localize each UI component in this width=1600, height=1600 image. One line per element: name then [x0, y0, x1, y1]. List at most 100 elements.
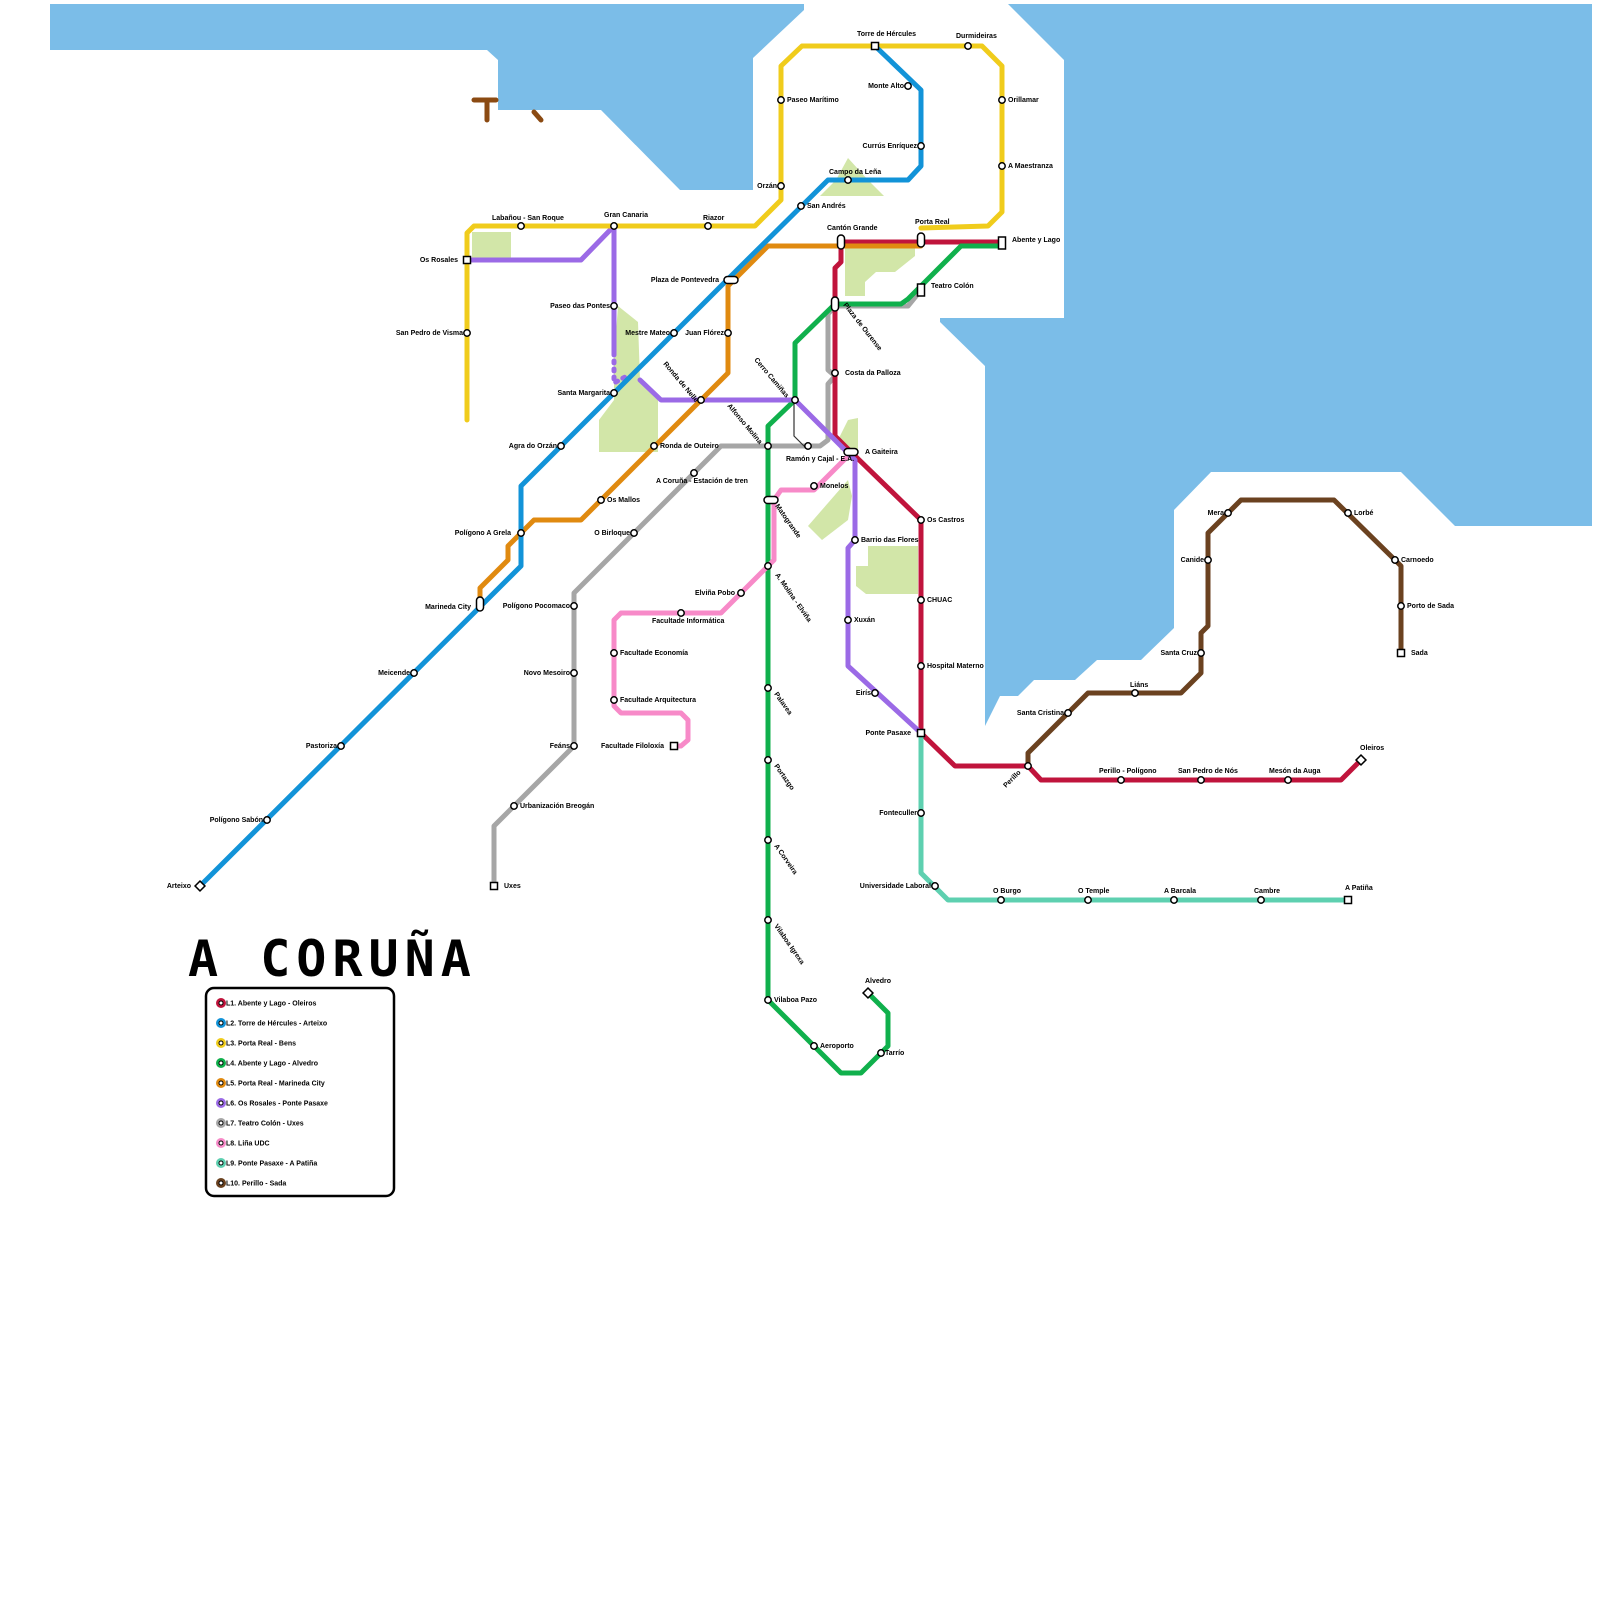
station-lorbe[interactable]: Lorbé: [1344, 509, 1374, 517]
station-marker[interactable]: [630, 529, 638, 537]
station-marker[interactable]: [764, 916, 772, 924]
station-marker[interactable]: [998, 162, 1006, 170]
station-marker[interactable]: [337, 742, 345, 750]
station-marker[interactable]: [777, 182, 785, 190]
station-marker[interactable]: [1397, 602, 1405, 610]
station-perillo-poligono[interactable]: Perillo - Polígono: [1099, 768, 1157, 784]
station-marker[interactable]: [764, 562, 772, 570]
station-alvedro[interactable]: Alvedro: [861, 978, 891, 1000]
station-marker[interactable]: [764, 836, 772, 844]
station-ronda-de-outeiro[interactable]: Ronda de Outeiro: [650, 442, 719, 450]
station-marker[interactable]: [917, 516, 925, 524]
station-poligono-pocomaco[interactable]: Polígono Pocomaco: [503, 602, 578, 610]
station-cambre[interactable]: Cambre: [1254, 888, 1280, 904]
station-poligono-a-grela[interactable]: Polígono A Grela: [455, 529, 525, 537]
station-currus-enriquez[interactable]: Currús Enríquez: [863, 142, 925, 150]
station-gran-canaria[interactable]: Gran Canaria: [604, 212, 648, 230]
station-marker[interactable]: [263, 816, 271, 824]
station-marker[interactable]: [610, 389, 618, 397]
station-marker[interactable]: [917, 142, 925, 150]
station-marker[interactable]: [851, 536, 859, 544]
station-hospital-materno[interactable]: Hospital Materno: [917, 662, 984, 670]
station-marker[interactable]: [836, 234, 846, 250]
station-abente-y-lago[interactable]: Abente y Lago: [997, 236, 1061, 250]
station-marker[interactable]: [737, 589, 745, 597]
station-marker[interactable]: [610, 696, 618, 704]
station-san-pedro-de-visma[interactable]: San Pedro de Visma: [396, 329, 471, 337]
station-santa-cristina[interactable]: Santa Cristina: [1017, 709, 1072, 717]
station-marker[interactable]: [489, 881, 499, 891]
station-marker[interactable]: [810, 1042, 818, 1050]
station-marker[interactable]: [916, 728, 926, 738]
station-marker[interactable]: [1197, 649, 1205, 657]
station-marker[interactable]: [830, 296, 840, 312]
station-marker[interactable]: [797, 202, 805, 210]
station-marker[interactable]: [871, 689, 879, 697]
station-o-birloque[interactable]: O Birloque: [594, 529, 638, 537]
station-pastoriza[interactable]: Pastoriza: [306, 742, 345, 750]
station-vilaboa-igrexa[interactable]: Vilaboa Igrexa: [764, 916, 806, 966]
station-marker[interactable]: [764, 996, 772, 1004]
station-porto-de-sada[interactable]: Porto de Sada: [1397, 602, 1454, 610]
station-barrio-das-flores[interactable]: Barrio das Flores: [851, 536, 919, 544]
station-elvina-pobo[interactable]: Elviña Pobo: [695, 589, 745, 597]
station-aeroporto[interactable]: Aeroporto: [810, 1042, 854, 1050]
station-tarrio[interactable]: Tarrío: [877, 1049, 905, 1057]
station-costa-da-palloza[interactable]: Costa da Palloza: [831, 369, 901, 377]
station-a-patina[interactable]: A Patiña: [1343, 885, 1373, 905]
station-mestre-mateo[interactable]: Mestre Mateo: [625, 329, 678, 337]
station-a-barcala[interactable]: A Barcala: [1164, 888, 1196, 904]
station-paseo-maritimo[interactable]: Paseo Marítimo: [777, 96, 839, 104]
station-marker[interactable]: [410, 669, 418, 677]
station-monte-alto[interactable]: Monte Alto: [868, 82, 912, 90]
station-marker[interactable]: [677, 609, 685, 617]
station-san-andres[interactable]: San Andrés: [797, 202, 846, 210]
station-marker[interactable]: [557, 442, 565, 450]
station-orzan[interactable]: Orzán: [757, 182, 785, 190]
station-meicende[interactable]: Meicende: [378, 669, 418, 677]
station-marker[interactable]: [804, 442, 812, 450]
station-marker[interactable]: [704, 222, 712, 230]
station-marker[interactable]: [997, 896, 1005, 904]
station-marker[interactable]: [510, 802, 518, 810]
station-marker[interactable]: [1284, 776, 1292, 784]
station-marker[interactable]: [1064, 709, 1072, 717]
station-poligono-sabon[interactable]: Polígono Sabón: [210, 816, 271, 824]
station-marker[interactable]: [670, 329, 678, 337]
station-orillamar[interactable]: Orillamar: [998, 96, 1039, 104]
station-plaza-de-pontevedra[interactable]: Plaza de Pontevedra: [651, 275, 739, 285]
station-feans[interactable]: Feáns: [550, 742, 578, 750]
station-marker[interactable]: [917, 596, 925, 604]
station-marker[interactable]: [870, 41, 880, 51]
station-marker[interactable]: [650, 442, 658, 450]
station-marker[interactable]: [810, 482, 818, 490]
station-marker[interactable]: [570, 602, 578, 610]
station-marker[interactable]: [916, 283, 926, 297]
station-teatro-colon[interactable]: Teatro Colón: [916, 283, 974, 297]
station-universidade-laboral[interactable]: Universidade Laboral: [860, 882, 939, 890]
station-porta-real[interactable]: Porta Real: [915, 219, 950, 248]
station-monelos[interactable]: Monelos: [810, 482, 849, 490]
station-marker[interactable]: [998, 96, 1006, 104]
station-marker[interactable]: [1224, 509, 1232, 517]
station-marker[interactable]: [877, 1049, 885, 1057]
station-juan-florez[interactable]: Juan Flórez: [685, 329, 732, 337]
station-agra-do-orzan[interactable]: Agra do Orzán: [509, 442, 565, 450]
station-marker[interactable]: [610, 649, 618, 657]
station-marker[interactable]: [1391, 556, 1399, 564]
station-marker[interactable]: [475, 596, 485, 612]
station-marker[interactable]: [723, 275, 739, 285]
station-facultade-filoloxia[interactable]: Facultade Filoloxía: [601, 741, 679, 751]
station-meson-da-auga[interactable]: Mesón da Auga: [1269, 768, 1321, 784]
station-xuxan[interactable]: Xuxán: [844, 616, 875, 624]
station-vilaboa-pazo[interactable]: Vilaboa Pazo: [764, 996, 817, 1004]
station-alfonso-molina[interactable]: Alfonso Molina: [725, 403, 772, 450]
station-marker[interactable]: [791, 396, 799, 404]
station-marker[interactable]: [463, 329, 471, 337]
station-campo-da-lena[interactable]: Campo da Leña: [829, 169, 881, 184]
station-marker[interactable]: [1084, 896, 1092, 904]
station-santa-margarita[interactable]: Santa Margarita: [557, 389, 618, 397]
station-marker[interactable]: [964, 42, 972, 50]
station-oleiros[interactable]: Oleiros: [1354, 745, 1384, 767]
station-marker[interactable]: [861, 986, 875, 1000]
